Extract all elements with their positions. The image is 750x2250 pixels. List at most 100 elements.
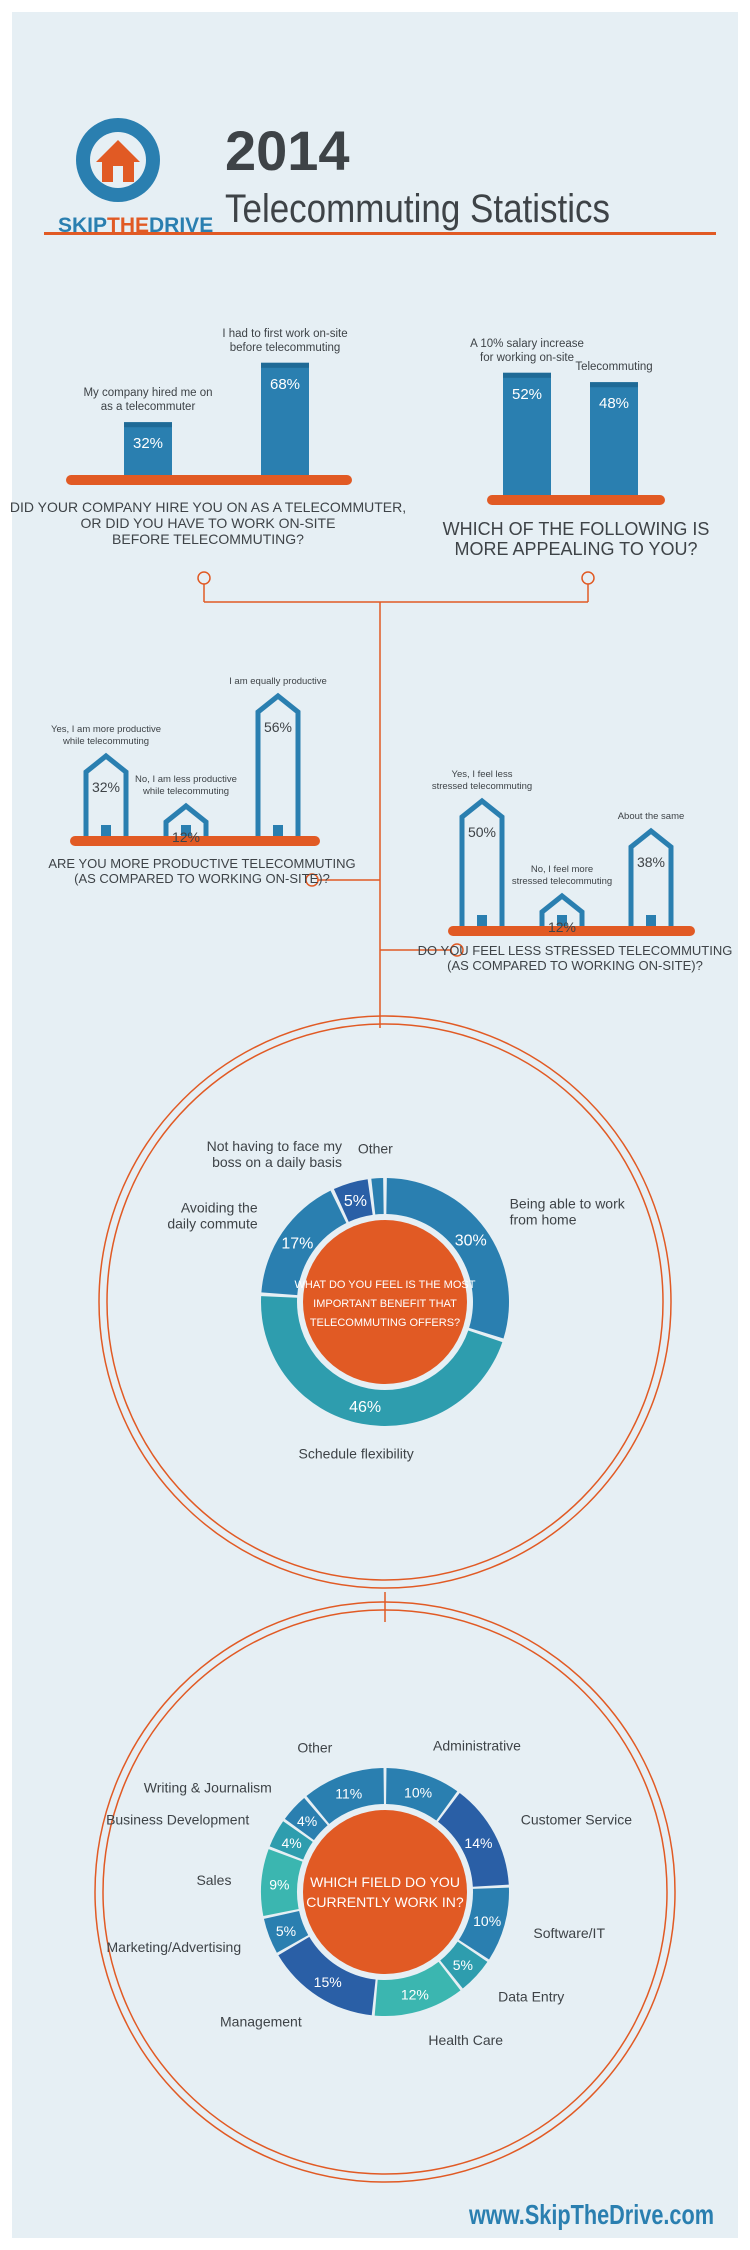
bar	[124, 422, 172, 475]
segment-category-label: Sales	[196, 1872, 231, 1888]
segment-category-label: boss on a daily basis	[212, 1154, 342, 1170]
house-icon	[96, 140, 140, 182]
chart-question: ARE YOU MORE PRODUCTIVE TELECOMMUTING	[48, 856, 355, 871]
donut-segment	[261, 1849, 303, 1916]
donut-segment	[458, 1887, 510, 1960]
logo-text-the: THE	[107, 214, 149, 237]
bar-value-label: 50%	[468, 824, 496, 840]
donut-segment	[333, 1179, 373, 1222]
bar-category-label: as a telecommuter	[101, 401, 196, 413]
donut-segment	[269, 1821, 313, 1860]
chart-baseline	[66, 475, 352, 485]
donut-segment-group: 4% Writing & Journalism	[144, 1780, 328, 1841]
connector-node	[450, 943, 464, 957]
bar-value-label: 56%	[264, 719, 292, 735]
bar-category-label: I had to first work on-site	[222, 328, 347, 340]
donut-segment	[261, 1296, 503, 1426]
donut-segment-group: 12%Health Care	[374, 1961, 503, 2048]
chart-question: BEFORE TELECOMMUTING?	[112, 531, 304, 547]
house-door-icon	[101, 825, 111, 836]
segment-value-label: 46%	[349, 1399, 381, 1416]
bar-category-label: No, I feel more	[531, 864, 593, 875]
donut-segment-group: 9% Sales	[196, 1849, 303, 1916]
bar-value-label: 38%	[637, 854, 665, 870]
header-divider	[44, 232, 716, 235]
segment-category-label: Marketing/Advertising	[107, 1939, 242, 1955]
donut-segment	[371, 1178, 384, 1215]
house-door-icon	[557, 915, 567, 926]
bar-category-label: Yes, I feel less	[452, 769, 513, 780]
segment-value-label: 9%	[269, 1877, 289, 1893]
page-year: 2014	[225, 119, 350, 182]
segment-value-label: 15%	[314, 1974, 342, 1990]
field-frame-outer	[94, 1601, 676, 2183]
segment-category-label: Avoiding the	[181, 1199, 258, 1215]
bar-category-label: for working on-site	[480, 352, 574, 364]
house-door-icon	[273, 825, 283, 836]
segment-category-label: Business Development	[106, 1811, 249, 1827]
bar	[590, 382, 638, 495]
logo-text-drive: DRIVE	[149, 214, 213, 237]
segment-value-label: 4%	[281, 1835, 301, 1851]
bar-category-label: while telecommuting	[62, 736, 149, 747]
segment-value-label: 10%	[404, 1784, 432, 1800]
bar-value-label: 68%	[270, 376, 300, 393]
connector-node	[197, 571, 211, 585]
bar-category-label: before telecommuting	[230, 342, 341, 354]
segment-category-label: Writing & Journalism	[144, 1780, 272, 1796]
segment-value-label: 10%	[473, 1913, 501, 1929]
donut-segment-group: 46%Schedule flexibility	[261, 1296, 503, 1461]
segment-value-label: 5%	[344, 1193, 367, 1210]
connector-node	[581, 571, 595, 585]
house-bar	[539, 892, 585, 926]
chart-question: (AS COMPARED TO WORKING ON-SITE)?	[74, 871, 330, 886]
donut-segment-group: 11%Other	[297, 1739, 384, 1824]
field-frame-inner	[102, 1609, 668, 2175]
donut-center-question: WHAT DO YOU FEEL IS THE MOST	[295, 1279, 476, 1291]
bar-category-label: Telecommuting	[575, 361, 652, 373]
donut-segment-group: 15% Management	[220, 1936, 376, 2030]
house-door-icon	[181, 825, 191, 836]
house-door-icon	[477, 915, 487, 926]
donut-center	[303, 1810, 467, 1974]
bar-category-label: while telecommuting	[142, 786, 229, 797]
bar-value-label: 12%	[548, 919, 576, 935]
donut-center-question: IMPORTANT BENEFIT THAT	[313, 1298, 457, 1310]
donut-center-question: TELECOMMUTING OFFERS?	[310, 1317, 460, 1329]
segment-category-label: Management	[220, 2014, 302, 2030]
benefit-frame	[98, 1015, 672, 1589]
donut-segment-group: 5%Marketing/Advertising	[107, 1911, 309, 1955]
bar-cap	[124, 422, 172, 428]
chart-question: DO YOU FEEL LESS STRESSED TELECOMMUTING	[418, 943, 733, 958]
donut-segment	[306, 1768, 384, 1824]
donut-segment	[438, 1793, 509, 1887]
donut-segment	[386, 1178, 510, 1339]
donut-segment	[386, 1768, 458, 1821]
donut-segment	[374, 1961, 461, 2017]
website-url[interactable]: www.SkipTheDrive.com	[468, 2199, 714, 2230]
segment-value-label: 14%	[464, 1835, 492, 1851]
donut-segment-group: 14%Customer Service	[438, 1793, 632, 1887]
bar-category-label: stressed telecommuting	[432, 781, 532, 792]
segment-value-label: 4%	[297, 1813, 317, 1829]
segment-value-label: 17%	[281, 1235, 313, 1252]
donut-center	[303, 1220, 467, 1384]
donut-center-question: WHICH FIELD DO YOU	[310, 1874, 460, 1890]
bar-category-label: Yes, I am more productive	[51, 724, 161, 735]
donut-segment-group: 4% Business Development	[106, 1811, 313, 1860]
segment-category-label: Health Care	[428, 2032, 503, 2048]
bar	[261, 362, 309, 475]
connector-nodes	[197, 571, 595, 957]
house-bar-group: 38%About the same	[618, 811, 684, 926]
